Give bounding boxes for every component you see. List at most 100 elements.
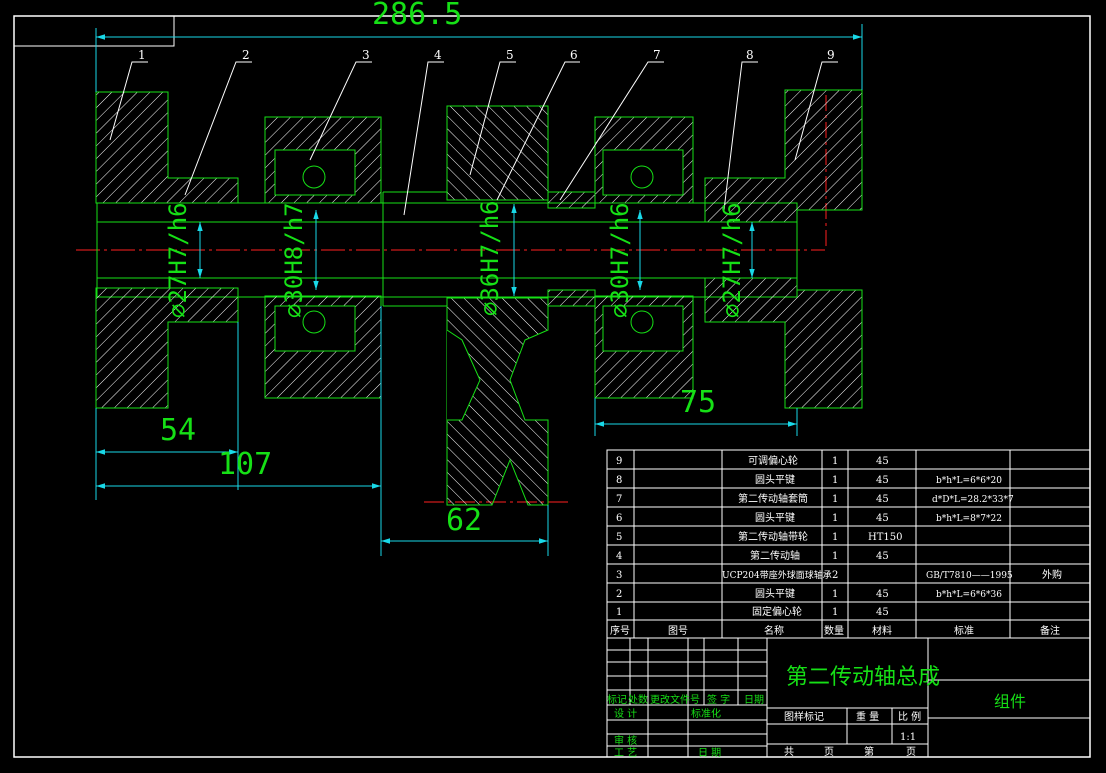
weight-label: 重 量	[856, 710, 879, 723]
fit-callout-4: ⌀30H7/h6	[606, 202, 634, 318]
svg-text:第二传动轴套筒: 第二传动轴套筒	[738, 492, 808, 505]
dim-75: 75	[680, 385, 716, 420]
svg-text:5: 5	[616, 532, 622, 543]
shaft	[96, 191, 798, 307]
parts-row: 1 固定偏心轮 1 45	[616, 605, 889, 618]
fit-callout-3: ⌀36H7/h6	[476, 200, 504, 316]
svg-text:2: 2	[616, 589, 622, 600]
svg-text:序号: 序号	[610, 624, 630, 637]
parts-list-grid	[606, 449, 1091, 639]
svg-text:1: 1	[616, 607, 622, 618]
drawing-border	[13, 15, 1091, 758]
svg-text:8: 8	[616, 475, 622, 486]
parts-row: 2 圆头平键 1 45 b*h*L=6*6*36	[616, 587, 1002, 600]
stage-label: 图样标记	[784, 710, 824, 723]
svg-text:45: 45	[876, 607, 889, 618]
svg-text:b*h*L=6*6*36: b*h*L=6*6*36	[936, 590, 1002, 600]
parts-row: 8 圆头平键 1 45 b*h*L=6*6*20	[616, 473, 1002, 486]
title-block: 第二传动轴总成 组件 标记 处数 更改文件号 签 字 日期 设 计 标准化 审 …	[607, 665, 1026, 759]
date-field-label: 日 期	[698, 747, 721, 759]
svg-text:圆头平键: 圆头平键	[755, 587, 795, 600]
parts-list-header: 序号 图号 名称 数量 材料 标准 备注	[610, 624, 1060, 637]
parts-row: 7 第二传动轴套筒 1 45 d*D*L=28.2*33*7	[616, 492, 1014, 505]
balloon-4: 4	[434, 48, 442, 62]
mark-label: 标记	[607, 694, 627, 706]
svg-text:UCP204带座外球面球轴承: UCP204带座外球面球轴承	[722, 569, 832, 581]
svg-text:1: 1	[832, 475, 838, 486]
adjustable-eccentric-wheel	[704, 89, 863, 409]
dim-62: 62	[446, 503, 482, 538]
parts-list: 9 可调偏心轮 1 45 8 圆头平键 1 45 b*h*L=6*6*20 7 …	[610, 454, 1062, 637]
svg-text:外购: 外购	[1042, 568, 1062, 581]
scale-label: 比 例	[898, 710, 921, 723]
svg-text:圆头平键: 圆头平键	[755, 473, 795, 486]
fit-callout-2: ⌀30H8/h7	[280, 202, 308, 318]
standardize-label: 标准化	[691, 707, 721, 720]
balloon-3: 3	[362, 48, 370, 62]
count-label: 处数	[628, 693, 648, 706]
balloon-leaders	[109, 61, 838, 216]
balloon-7: 7	[653, 48, 661, 62]
drawing-type: 组件	[994, 692, 1026, 711]
total-label: 共	[784, 746, 794, 758]
shaft-sleeve	[547, 191, 596, 209]
sheet-label: 第	[864, 745, 874, 758]
fit-callout-1: ⌀27H7/h6	[164, 202, 192, 318]
dim-54: 54	[160, 413, 196, 448]
pulley	[446, 105, 549, 506]
svg-text:45: 45	[876, 513, 889, 524]
dimension-lines	[95, 24, 863, 556]
svg-text:b*h*L=6*6*20: b*h*L=6*6*20	[936, 476, 1002, 486]
svg-text:1: 1	[832, 456, 838, 467]
svg-text:GB/T7810——1995: GB/T7810——1995	[926, 571, 1013, 581]
shaft-sleeve-lower	[547, 289, 596, 307]
parts-row: 4 第二传动轴 1 45	[616, 549, 889, 562]
sign-label: 签 字	[707, 693, 730, 706]
overall-length-dim: 286.5	[372, 0, 462, 32]
balloon-8: 8	[746, 48, 754, 62]
svg-text:1: 1	[832, 607, 838, 618]
svg-text:HT150: HT150	[868, 532, 902, 543]
balloon-5: 5	[506, 48, 514, 62]
balloon-2: 2	[242, 48, 250, 62]
svg-text:图号: 图号	[668, 625, 688, 637]
svg-text:标准: 标准	[954, 625, 974, 637]
parts-row: 5 第二传动轴带轮 1 HT150	[616, 530, 902, 543]
svg-text:45: 45	[876, 456, 889, 467]
balloon-1: 1	[138, 48, 146, 62]
date-label: 日期	[744, 694, 764, 706]
fit-callout-5: ⌀27H7/h6	[718, 202, 746, 318]
svg-text:1: 1	[832, 589, 838, 600]
svg-text:7: 7	[616, 494, 622, 505]
dim-107: 107	[218, 447, 272, 482]
svg-text:可调偏心轮: 可调偏心轮	[748, 454, 798, 467]
svg-text:备注: 备注	[1040, 624, 1060, 637]
svg-text:材料: 材料	[872, 624, 892, 637]
fixed-eccentric-wheel	[95, 91, 239, 409]
parts-row: 3 UCP204带座外球面球轴承 2 GB/T7810——1995 外购	[616, 568, 1062, 581]
bearing-right	[594, 116, 694, 399]
design-label: 设 计	[614, 707, 637, 720]
svg-text:45: 45	[876, 589, 889, 600]
svg-text:1: 1	[832, 494, 838, 505]
svg-text:b*h*L=8*7*22: b*h*L=8*7*22	[936, 514, 1002, 524]
review-label: 审 核	[614, 734, 637, 747]
svg-text:1: 1	[832, 532, 838, 543]
svg-text:6: 6	[616, 513, 622, 524]
page2-label: 页	[906, 746, 916, 758]
svg-text:3: 3	[616, 570, 622, 581]
scale-value: 1:1	[900, 732, 916, 743]
svg-text:第二传动轴: 第二传动轴	[750, 549, 800, 562]
balloon-6: 6	[570, 48, 578, 62]
svg-text:圆头平键: 圆头平键	[755, 511, 795, 524]
svg-text:第二传动轴带轮: 第二传动轴带轮	[738, 530, 808, 543]
svg-text:2: 2	[832, 570, 838, 581]
svg-text:45: 45	[876, 551, 889, 562]
svg-text:数量: 数量	[824, 624, 844, 637]
svg-text:1: 1	[832, 551, 838, 562]
title-block-grid	[606, 637, 1091, 758]
balloon-numbers: 1 2 3 4 5 6 7 8 9	[138, 48, 835, 62]
parts-row: 6 圆头平键 1 45 b*h*L=8*7*22	[616, 511, 1002, 524]
drawing-title: 第二传动轴总成	[786, 665, 940, 690]
